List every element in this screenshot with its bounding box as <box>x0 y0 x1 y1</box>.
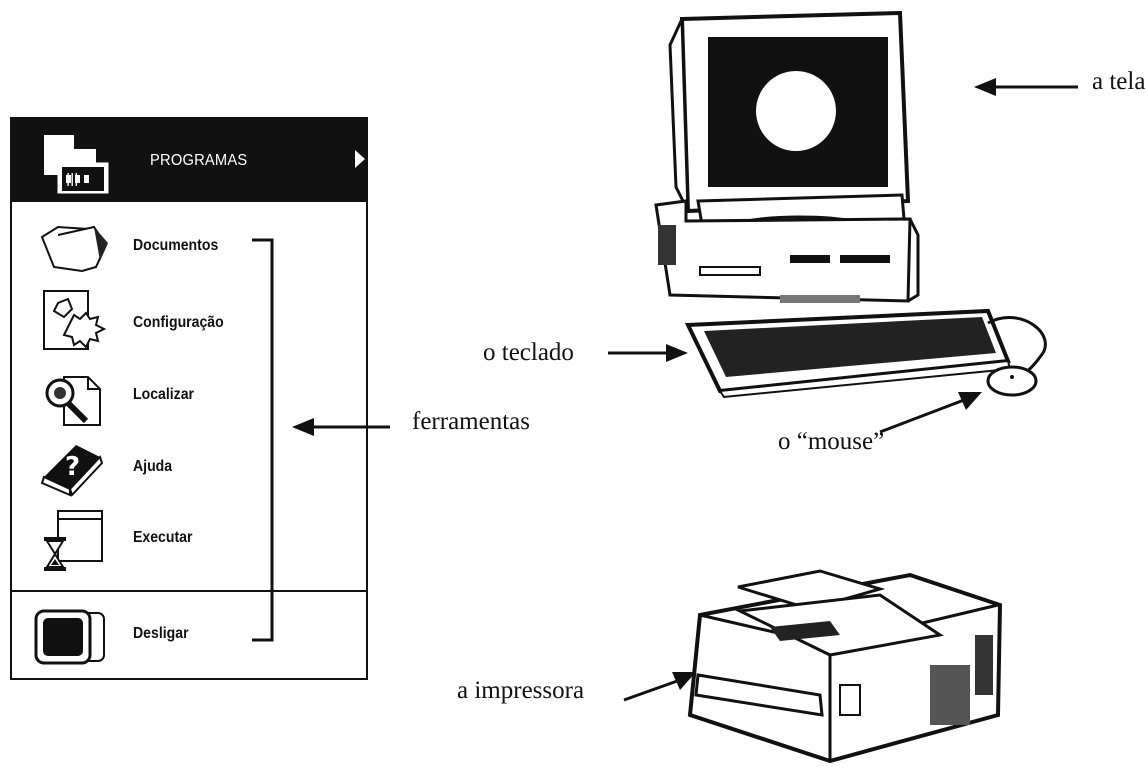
submenu-arrow-icon <box>355 150 365 168</box>
printer-illustration <box>687 569 1003 764</box>
screen-annotation: a tela <box>1092 68 1146 95</box>
keyboard-arrow <box>608 344 688 362</box>
menu-item-settings[interactable]: Configuração <box>12 285 366 357</box>
tools-bracket <box>252 238 274 642</box>
screen-arrow <box>974 78 1078 96</box>
programs-menu-item[interactable]: ꟾꟾꟾ PROGRAMAS <box>12 119 366 202</box>
menu-divider <box>12 590 366 592</box>
programs-label: PROGRAMAS <box>150 152 248 169</box>
run-label: Executar <box>133 529 193 546</box>
printer-arrow <box>623 672 696 702</box>
computer-illustration <box>654 10 1047 399</box>
mouse-annotation: o “mouse” <box>778 428 885 455</box>
help-book-icon: ? <box>40 445 104 497</box>
run-hourglass-icon <box>44 510 103 571</box>
mouse-arrow <box>879 392 982 434</box>
menu-item-find[interactable]: Localizar <box>12 363 366 429</box>
start-menu: ꟾꟾꟾ PROGRAMAS Documentos Configuração <box>10 117 368 680</box>
menu-item-shutdown[interactable]: Desligar <box>12 599 366 671</box>
menu-item-documents[interactable]: Documentos <box>12 215 366 275</box>
find-icon <box>45 376 101 426</box>
menu-item-help[interactable]: ? Ajuda <box>12 433 366 499</box>
programs-folder-icon: ꟾꟾꟾ <box>44 135 109 194</box>
tools-arrow <box>292 418 390 436</box>
settings-icon <box>43 290 106 350</box>
monitor-icon <box>34 609 105 665</box>
tools-annotation: ferramentas <box>412 408 530 435</box>
help-label: Ajuda <box>133 458 173 475</box>
find-label: Localizar <box>133 386 195 403</box>
keyboard-annotation: o teclado <box>483 339 574 366</box>
settings-label: Configuração <box>133 314 224 331</box>
printer-annotation: a impressora <box>457 677 585 704</box>
folder-icon <box>40 225 108 273</box>
menu-item-run[interactable]: Executar <box>12 505 366 573</box>
documents-label: Documentos <box>133 237 219 254</box>
shutdown-label: Desligar <box>133 625 189 642</box>
svg-text:?: ? <box>65 452 80 482</box>
